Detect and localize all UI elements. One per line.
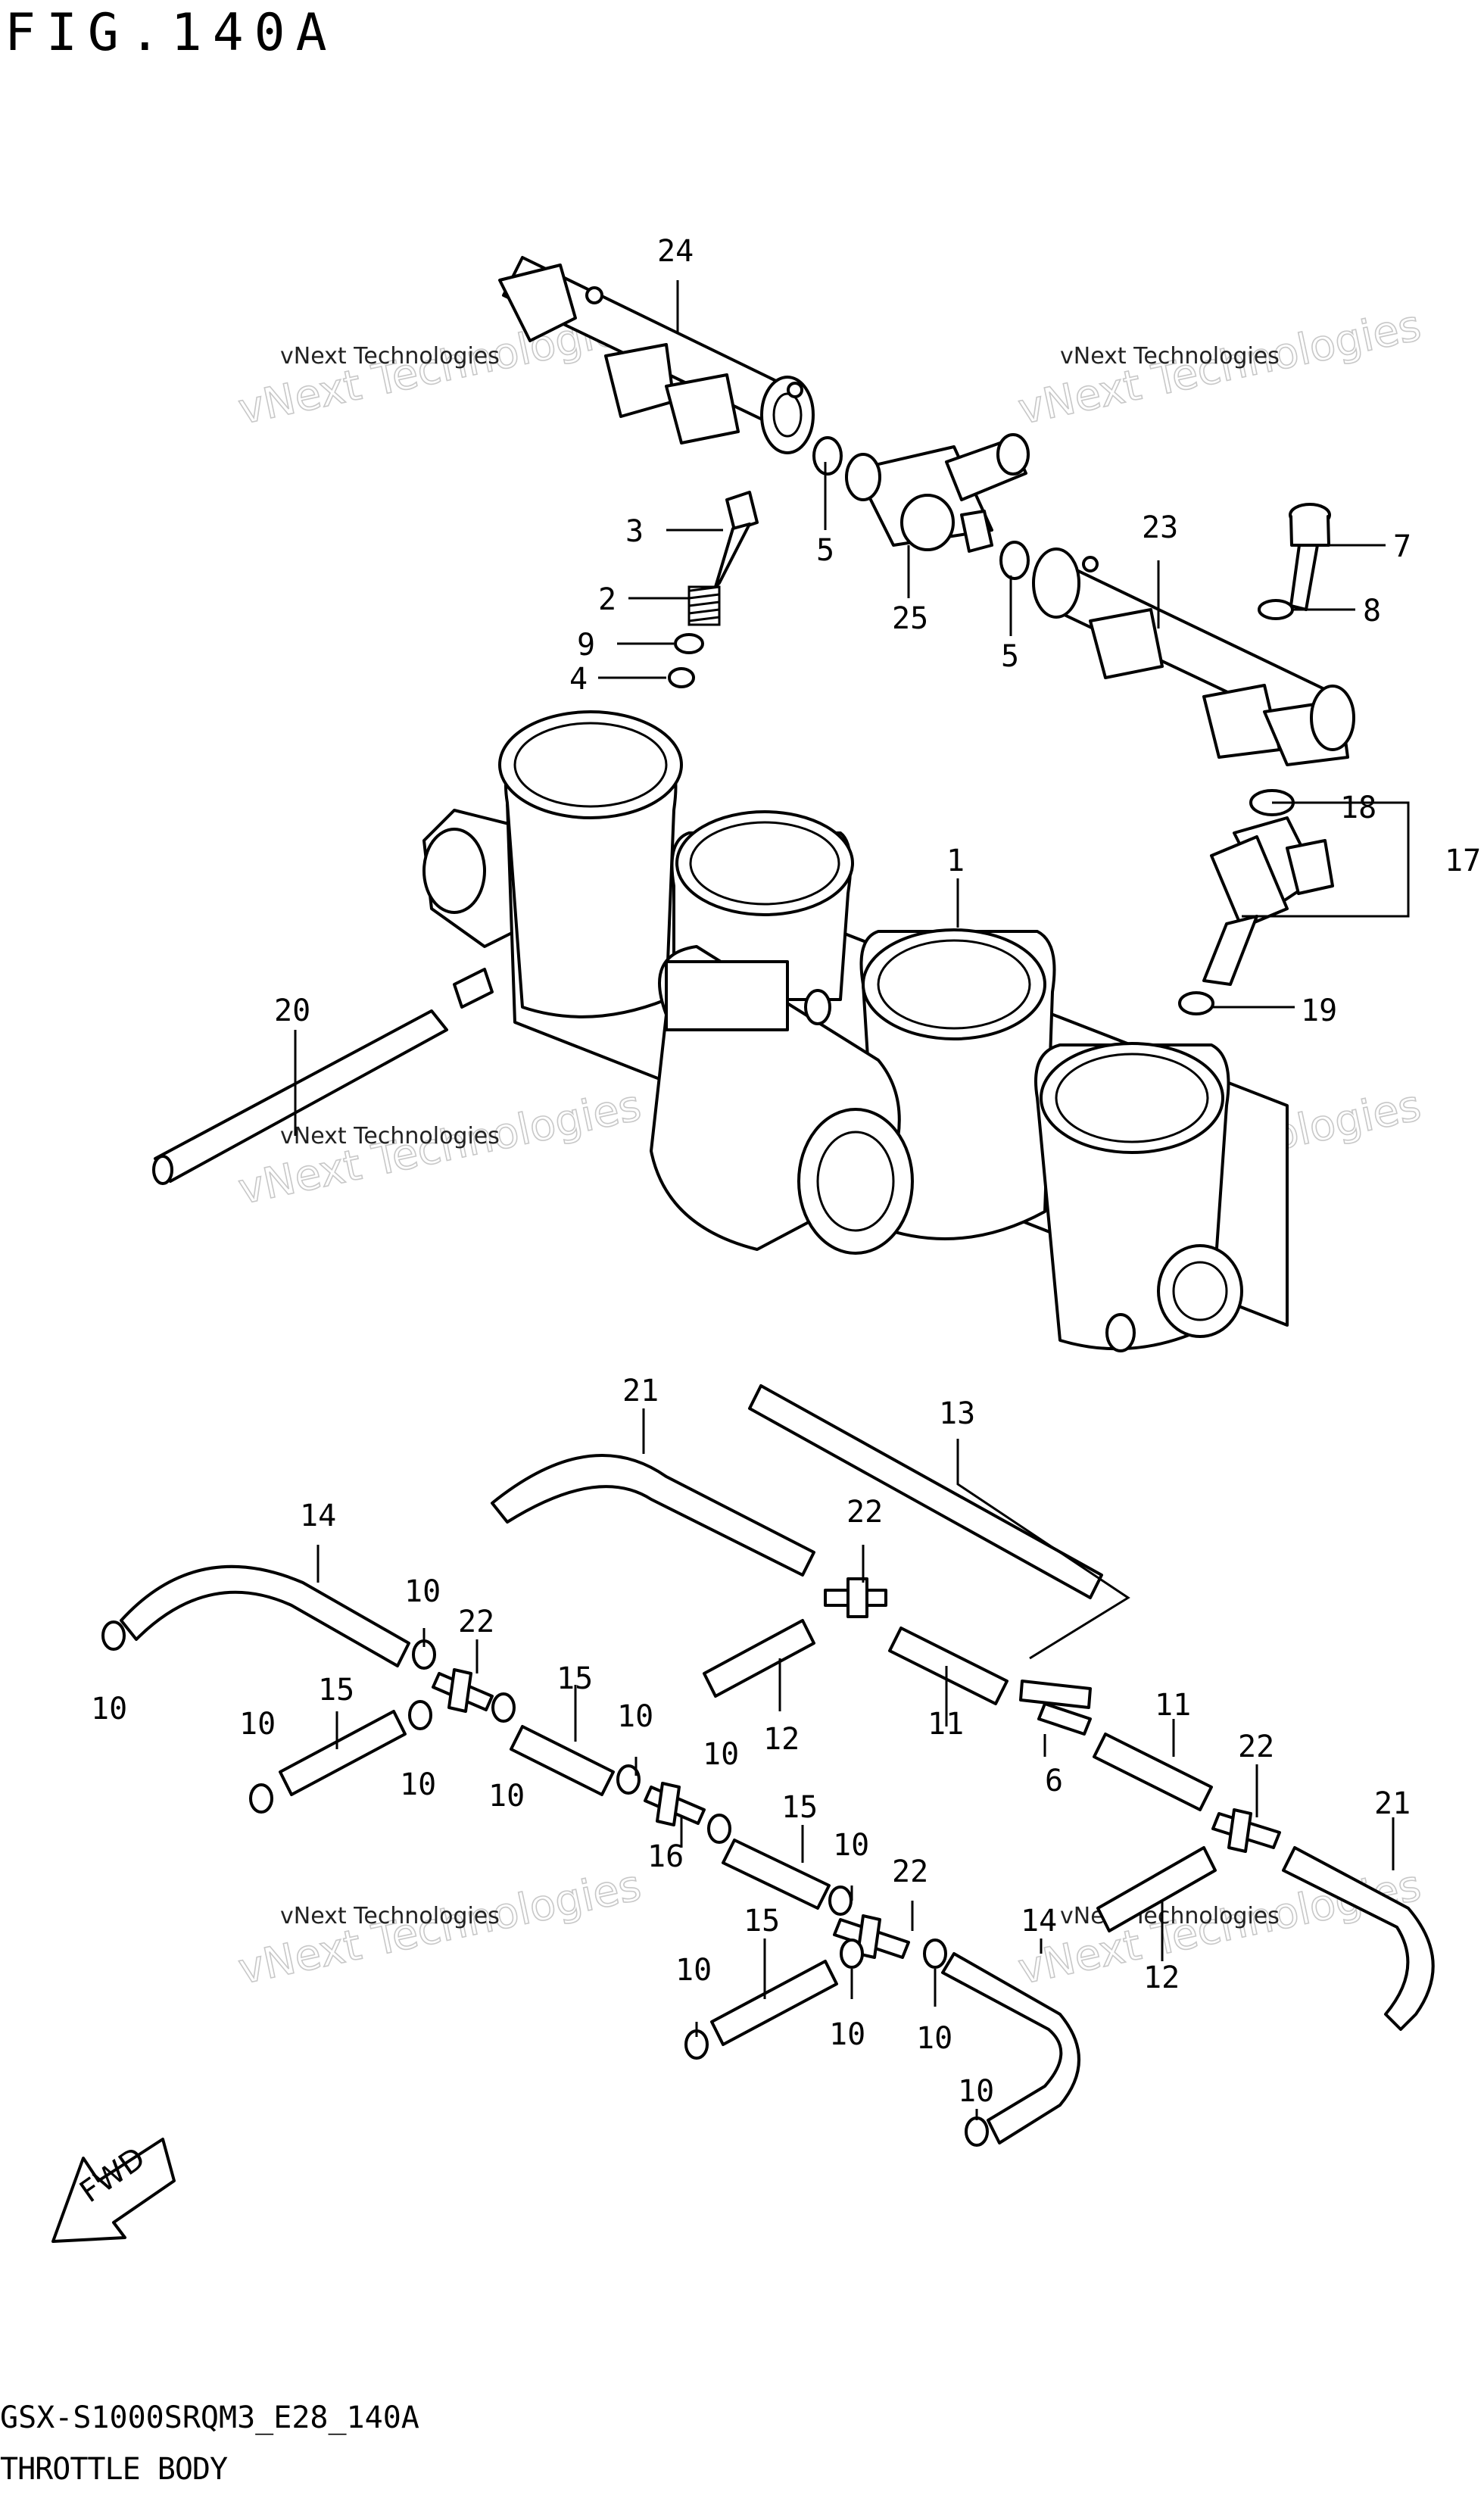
washer-9	[674, 633, 704, 654]
throttle-body-assembly-1	[422, 710, 1289, 1352]
bolt-7	[1289, 503, 1331, 611]
clamps-10	[101, 1620, 989, 2147]
callout-18: 18	[1340, 791, 1376, 825]
spring-2	[687, 585, 721, 626]
callout-3: 3	[625, 514, 644, 549]
callout-15-d: 15	[744, 1904, 780, 1939]
callout-10-j: 10	[829, 2017, 865, 2052]
callout-10-b: 10	[91, 1692, 127, 1726]
o-ring-4	[668, 667, 695, 688]
o-ring-19	[1178, 991, 1214, 1015]
t-joint-22-d	[1211, 1808, 1281, 1853]
callout-4: 4	[569, 662, 588, 697]
callout-10-g: 10	[703, 1737, 739, 1772]
o-ring-5-upper	[812, 436, 843, 476]
callout-19: 19	[1301, 993, 1337, 1028]
fuel-joint-25	[845, 433, 1030, 553]
hose-14-right	[941, 1952, 1080, 2144]
fuel-delivery-pipe-24	[498, 256, 815, 454]
hose-15-c	[722, 1839, 831, 1910]
leader-lines	[294, 280, 1410, 2120]
hose-15-a	[279, 1710, 407, 1796]
watermark-low-right: vNext Technologies vNext Technologies	[1014, 1861, 1426, 1995]
t-joint-16	[644, 1782, 706, 1826]
figure-title: FIG.140A	[5, 3, 338, 63]
callout-22-c: 22	[892, 1854, 928, 1889]
callout-21-right: 21	[1374, 1786, 1411, 1821]
t-joint-22-b	[432, 1668, 494, 1713]
washer-8	[1258, 599, 1294, 620]
fwd-arrow-icon: FWD	[51, 2138, 176, 2243]
svg-text:vNext Technologies: vNext Technologies	[1060, 1903, 1280, 1929]
callout-25: 25	[892, 601, 928, 636]
callout-13: 13	[939, 1396, 975, 1431]
hose-12-a	[703, 1619, 815, 1698]
callout-8: 8	[1363, 594, 1381, 628]
callout-23: 23	[1142, 510, 1178, 545]
hose-14-left	[120, 1564, 410, 1667]
callout-10-h: 10	[833, 1828, 869, 1863]
svg-text:vNext Technologies: vNext Technologies	[280, 1123, 500, 1149]
callout-10-d: 10	[400, 1767, 436, 1802]
t-joint-22-a	[824, 1577, 887, 1618]
callout-10-a: 10	[404, 1574, 441, 1609]
callout-17: 17	[1445, 844, 1481, 878]
callout-15-a: 15	[318, 1673, 354, 1708]
callout-20: 20	[274, 993, 310, 1028]
callout-15-b: 15	[556, 1661, 593, 1696]
callout-10-e: 10	[488, 1779, 525, 1814]
callout-16: 16	[647, 1839, 684, 1874]
watermark-low-left: vNext Technologies vNext Technologies	[234, 1861, 646, 1995]
o-ring-5-lower	[999, 541, 1030, 580]
hose-13	[748, 1384, 1103, 1599]
fuel-injector-17	[1202, 816, 1334, 986]
callout-10-f: 10	[617, 1699, 653, 1734]
callout-5-lower: 5	[1001, 639, 1019, 674]
callout-10-i: 10	[675, 1953, 712, 1988]
section-name: THROTTLE BODY	[0, 2452, 228, 2487]
svg-text:vNext Technologies: vNext Technologies	[280, 1903, 500, 1929]
hose-12-b	[1096, 1846, 1217, 1932]
callout-12-b: 12	[1143, 1960, 1180, 1995]
t-joint-22-c	[833, 1914, 910, 1959]
hose-15-d	[710, 1960, 838, 2046]
callout-2: 2	[598, 582, 616, 617]
callout-10-c: 10	[239, 1707, 276, 1742]
hose-15-b	[510, 1725, 615, 1796]
callout-5-upper: 5	[816, 533, 834, 568]
hose-11-a	[888, 1627, 1009, 1705]
hose-21-right	[1282, 1846, 1435, 2031]
callout-24: 24	[657, 234, 694, 269]
watermark-top-right: vNext Technologies vNext Technologies	[1014, 301, 1426, 435]
callout-10-l: 10	[958, 2074, 994, 2109]
callout-22-d: 22	[1238, 1730, 1274, 1764]
callout-10-k: 10	[916, 2021, 952, 2056]
svg-text:vNext Technologies: vNext Technologies	[280, 343, 500, 370]
callout-11-a: 11	[928, 1707, 964, 1742]
hose-11-b	[1093, 1733, 1213, 1811]
callout-labels: 24 5 25 5 23 7 8 3 2 9 4 1 18 17 19 20 2…	[91, 234, 1481, 2109]
callout-21-left: 21	[622, 1374, 659, 1408]
callout-15-c: 15	[781, 1790, 818, 1825]
callout-1: 1	[946, 844, 965, 878]
hose-20-end	[152, 1155, 173, 1185]
t-joint-6	[1019, 1680, 1092, 1736]
callout-12-a: 12	[763, 1722, 800, 1757]
model-code: GSX-S1000SRQM3_E28_140A	[0, 2400, 419, 2435]
callout-22-a: 22	[846, 1495, 883, 1530]
callout-14-left: 14	[300, 1499, 336, 1533]
callout-6: 6	[1045, 1764, 1063, 1798]
callout-9: 9	[577, 628, 595, 663]
callout-11-b: 11	[1155, 1688, 1191, 1723]
callout-14-right: 14	[1021, 1904, 1057, 1939]
svg-text:vNext Technologies: vNext Technologies	[1060, 343, 1280, 370]
hose-21-left	[491, 1454, 815, 1577]
callout-7: 7	[1393, 529, 1411, 564]
screw-3	[714, 491, 759, 588]
fuel-delivery-pipe-23	[1032, 547, 1355, 766]
callout-22-b: 22	[458, 1605, 494, 1639]
